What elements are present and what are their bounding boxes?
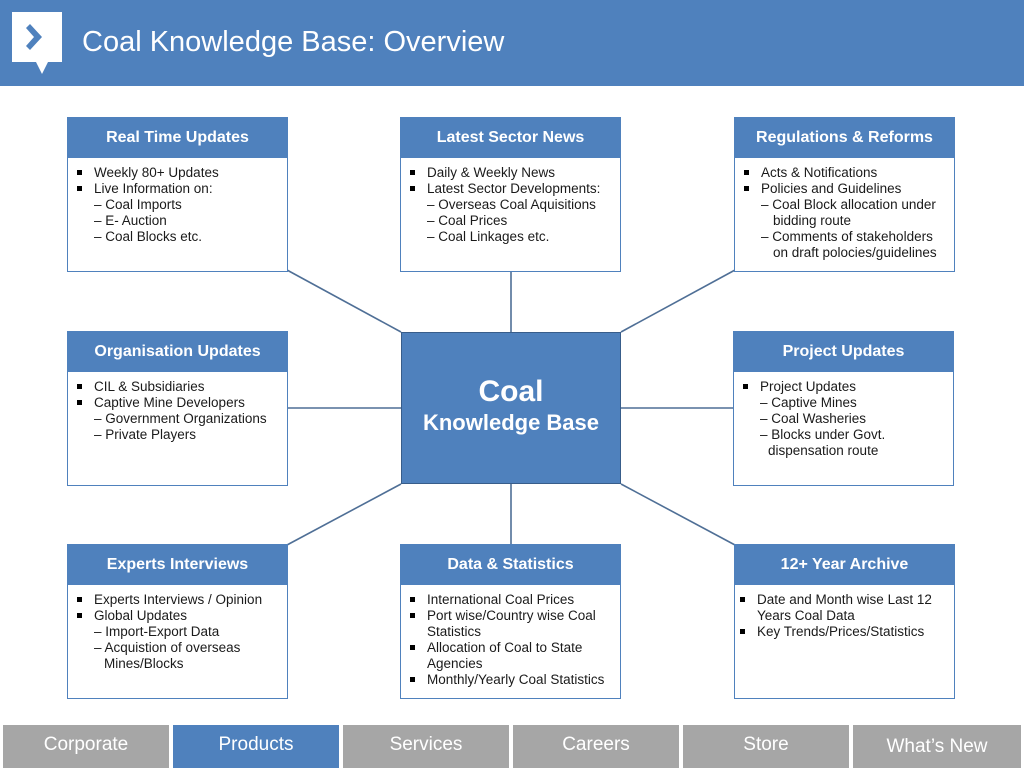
sub-item: – Coal Washeries <box>760 411 867 426</box>
tab-products[interactable]: Products <box>173 725 339 768</box>
connector-lines <box>286 269 736 546</box>
sub-item: – Blocks under Govt. <box>760 427 886 442</box>
box-project-updates: Project Updates Project Updates – Captiv… <box>733 331 954 486</box>
center-subtitle: Knowledge Base <box>422 410 600 435</box>
list-item: Captive Mine Developers <box>74 395 281 411</box>
list-item: Monthly/Yearly Coal Statistics <box>407 672 614 688</box>
list-item-continuation: Agencies <box>427 656 483 671</box>
sub-item: on draft polocies/guidelines <box>773 245 937 260</box>
list-item: Acts & Notifications <box>741 165 948 181</box>
box-real-time-updates: Real Time Updates Weekly 80+ Updates Liv… <box>67 117 288 272</box>
list-item: Policies and Guidelines <box>741 181 948 197</box>
box-latest-sector-news: Latest Sector News Daily & Weekly News L… <box>400 117 621 272</box>
box-title: Organisation Updates <box>68 332 287 372</box>
box-year-archive: 12+ Year Archive Date and Month wise Las… <box>734 544 955 699</box>
box-data-statistics: Data & Statistics International Coal Pri… <box>400 544 621 699</box>
sub-item: – Government Organizations <box>94 411 267 426</box>
tab-store[interactable]: Store <box>683 725 849 768</box>
connector-experts <box>286 483 402 546</box>
box-experts-interviews: Experts Interviews Experts Interviews / … <box>67 544 288 699</box>
sub-item: – Coal Block allocation under <box>761 197 936 212</box>
list-item: International Coal Prices <box>407 592 614 608</box>
box-title: Latest Sector News <box>401 118 620 158</box>
box-title: Data & Statistics <box>401 545 620 585</box>
box-title: Real Time Updates <box>68 118 287 158</box>
page-title: Coal Knowledge Base: Overview <box>82 26 505 58</box>
tab-services[interactable]: Services <box>343 725 509 768</box>
sub-item: – Coal Prices <box>427 213 508 228</box>
box-title: Regulations & Reforms <box>735 118 954 158</box>
sub-item: bidding route <box>773 213 852 228</box>
list-item: Global Updates <box>74 608 281 624</box>
center-title: Coal <box>478 375 544 408</box>
box-organisation-updates: Organisation Updates CIL & Subsidiaries … <box>67 331 288 486</box>
connector-archive <box>620 483 736 546</box>
list-item: Date and Month wise Last 12 <box>737 592 948 608</box>
list-item: Project Updates <box>740 379 947 395</box>
tab-careers[interactable]: Careers <box>513 725 679 768</box>
box-title: Experts Interviews <box>68 545 287 585</box>
list-item-continuation: Years Coal Data <box>757 608 855 623</box>
connector-real-time <box>286 269 402 333</box>
box-regulations-reforms: Regulations & Reforms Acts & Notificatio… <box>734 117 955 272</box>
box-title: 12+ Year Archive <box>735 545 954 585</box>
sub-item: – Coal Imports <box>94 197 182 212</box>
sub-item: – E- Auction <box>94 213 167 228</box>
center-node: Coal Knowledge Base <box>401 332 621 484</box>
sub-item: – Coal Linkages etc. <box>427 229 550 244</box>
tab-whats-new[interactable]: What’s New <box>853 725 1021 768</box>
sub-item: – Private Players <box>94 427 197 442</box>
list-item: Weekly 80+ Updates <box>74 165 281 181</box>
list-item: Port wise/Country wise Coal <box>407 608 614 624</box>
sub-item: – Import-Export Data <box>94 624 220 639</box>
sub-item: – Captive Mines <box>760 395 857 410</box>
list-item: CIL & Subsidiaries <box>74 379 281 395</box>
list-item: Latest Sector Developments: <box>407 181 614 197</box>
list-item: Experts Interviews / Opinion <box>74 592 281 608</box>
sub-item: dispensation route <box>768 443 879 458</box>
chevron-speech-bubble-icon[interactable] <box>12 12 62 76</box>
sub-item: Mines/Blocks <box>104 656 184 671</box>
sub-item: – Overseas Coal Aquisitions <box>427 197 596 212</box>
list-item-continuation: Statistics <box>427 624 482 639</box>
sub-item: – Coal Blocks etc. <box>94 229 203 244</box>
sub-item: – Comments of stakeholders <box>761 229 933 244</box>
tab-corporate[interactable]: Corporate <box>3 725 169 768</box>
box-title: Project Updates <box>734 332 953 372</box>
list-item: Daily & Weekly News <box>407 165 614 181</box>
header-bar: Coal Knowledge Base: Overview <box>0 0 1024 86</box>
connector-regulations <box>620 269 736 333</box>
list-item: Allocation of Coal to State <box>407 640 614 656</box>
sub-item: – Acquistion of overseas <box>94 640 241 655</box>
list-item: Key Trends/Prices/Statistics <box>737 624 948 640</box>
list-item: Live Information on: <box>74 181 281 197</box>
footer-nav: Corporate Products Services Careers Stor… <box>0 725 1024 768</box>
